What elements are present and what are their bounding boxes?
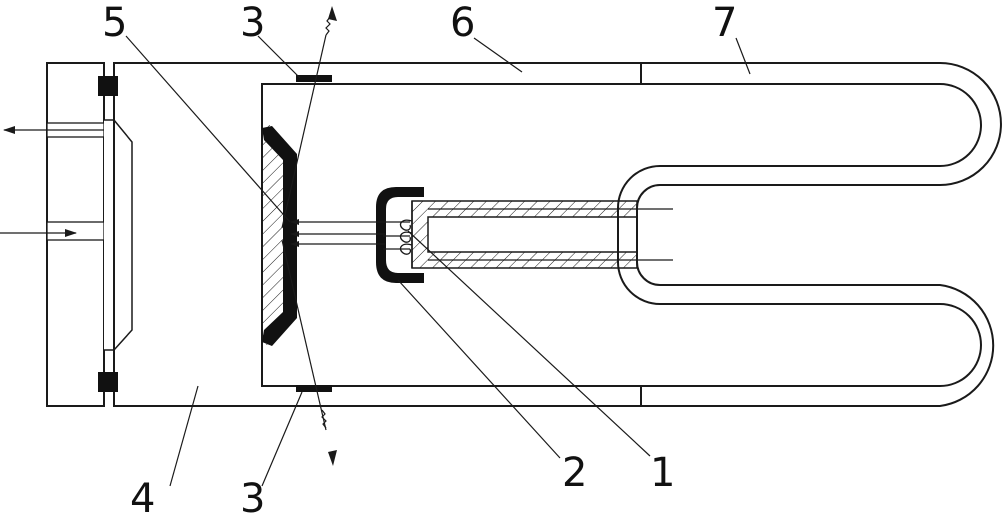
label-6: 6 xyxy=(450,0,475,46)
leader-lines xyxy=(125,35,751,487)
seal-top xyxy=(98,76,118,96)
window-top xyxy=(296,75,332,82)
label-1: 1 xyxy=(650,450,675,496)
label-5: 5 xyxy=(102,0,127,46)
label-7: 7 xyxy=(712,0,737,46)
target-plate xyxy=(262,126,297,346)
filament xyxy=(383,215,413,255)
label-3-bottom: 3 xyxy=(240,476,265,516)
xray-paths xyxy=(281,6,337,466)
inlet-channel xyxy=(46,221,105,241)
window-bottom xyxy=(296,385,332,392)
label-2: 2 xyxy=(562,450,587,496)
label-4: 4 xyxy=(130,476,155,516)
label-3-top: 3 xyxy=(240,0,265,46)
u-tube xyxy=(617,62,1002,407)
electron-beams xyxy=(290,219,385,247)
inner-tube xyxy=(411,200,673,269)
seal-bottom xyxy=(98,372,118,392)
focusing-cup xyxy=(376,187,424,283)
left-cap-plate xyxy=(46,62,105,407)
